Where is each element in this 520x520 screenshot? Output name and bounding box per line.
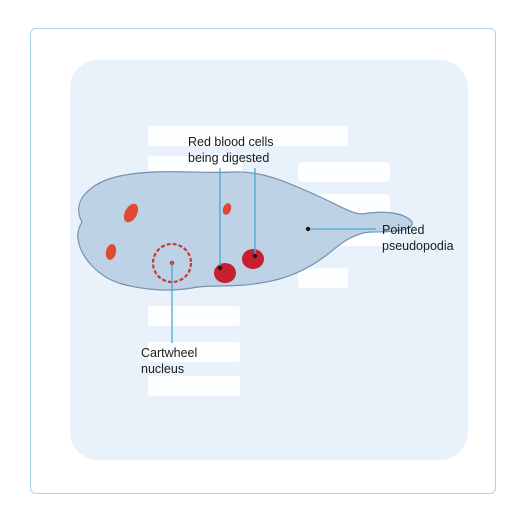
pointer-dot — [217, 265, 223, 271]
food-vacuole — [222, 203, 232, 215]
placeholder-box — [148, 342, 240, 362]
label-red-blood-cells: Red blood cells being digested — [188, 135, 274, 165]
placeholder-box — [148, 156, 242, 176]
label-pointed-pseudopodia: Pointed pseudopodia — [382, 223, 454, 253]
placeholder-box — [148, 126, 348, 146]
placeholder-box — [298, 268, 348, 288]
cartwheel-nucleus — [151, 242, 193, 284]
pointer-dot — [305, 226, 311, 232]
pointer-dot — [252, 253, 258, 259]
label-cartwheel-nucleus: Cartwheel nucleus — [141, 346, 198, 376]
red-blood-cell — [214, 263, 236, 283]
red-blood-cell — [242, 249, 264, 269]
placeholder-box — [148, 376, 240, 396]
food-vacuole — [105, 244, 117, 260]
placeholder-box — [298, 162, 390, 182]
amoeba-texture — [77, 171, 413, 291]
food-vacuole — [123, 203, 139, 223]
placeholder-box — [148, 306, 240, 326]
